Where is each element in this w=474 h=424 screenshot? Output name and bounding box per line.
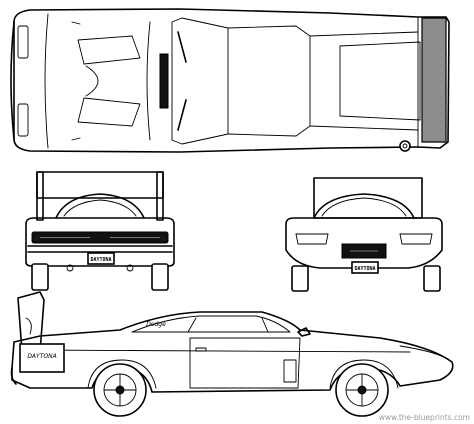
front-view-roofline — [313, 193, 415, 219]
rear-license-plate — [87, 252, 115, 265]
side-view-fender-script: Dodge — [146, 321, 166, 328]
side-view: DAYTONA Dodge — [10, 291, 454, 417]
front-view-body — [285, 217, 443, 269]
top-view-trunk-lid — [339, 41, 421, 121]
side-view-fender-vent — [283, 359, 297, 383]
top-view-headlight-cover-right — [17, 103, 29, 137]
watermark: www.the-blueprints.com — [379, 413, 470, 422]
rear-view-wing-strut-left — [36, 171, 44, 221]
fuel-cap-icon — [399, 140, 411, 152]
front-view-windshield — [321, 197, 407, 217]
side-view-tail-fin — [17, 291, 45, 353]
front-view-headlight-left — [295, 233, 329, 245]
rear-view-tire-right — [151, 263, 169, 291]
front-view-headlight-right — [399, 233, 433, 245]
top-view-hood-scoop-left — [77, 35, 141, 65]
top-view-headlight-cover-left — [17, 25, 29, 59]
rear-plate-text: DAYTONA — [90, 257, 111, 263]
side-view-wheel-front — [335, 363, 389, 417]
top-view-hood-scoop-right — [77, 97, 141, 127]
front-view-tire-right — [423, 265, 441, 292]
front-view-tire-left — [291, 265, 309, 292]
side-view-window-pillars — [187, 317, 269, 333]
rear-view-wing-strut-right — [156, 171, 164, 221]
side-view-rear-arch — [87, 359, 157, 389]
side-view-fin-lettering-panel — [19, 343, 65, 373]
side-view-front-arch — [329, 359, 399, 389]
side-view-door — [189, 337, 301, 389]
top-view-body-outline — [13, 8, 450, 153]
top-view-rear-deck-lines — [309, 31, 419, 131]
rear-view-rear-window — [63, 199, 137, 217]
side-view-nose-cone-line — [399, 345, 453, 363]
top-view-windshield — [171, 17, 229, 145]
front-view: DAYTONA — [285, 177, 443, 292]
top-view-wiper-left — [177, 31, 187, 63]
side-view-greenhouse — [131, 315, 291, 333]
top-view — [10, 8, 450, 153]
top-view-emblems — [71, 21, 81, 141]
side-view-mirror — [297, 327, 311, 337]
fuel-cap-center — [402, 143, 408, 149]
rear-view-body — [25, 217, 175, 267]
rear-view-roofline — [55, 193, 145, 219]
rear-view-tire-left — [31, 263, 49, 291]
top-view-roof — [227, 25, 311, 137]
side-view-body-crease — [29, 349, 411, 353]
top-view-cowl-vent — [159, 53, 169, 109]
top-view-rear-wing — [421, 17, 447, 143]
top-view-hood-bulge — [85, 65, 99, 97]
side-view-rear-bumper — [10, 367, 17, 385]
side-view-wheel-rear — [93, 363, 147, 417]
top-view-cowl-line — [146, 21, 151, 141]
top-view-nose-cone — [10, 21, 15, 140]
rear-view-exhaust-right — [126, 264, 134, 272]
side-view-fin-graphic — [25, 317, 32, 335]
front-license-plate — [351, 261, 379, 274]
rear-view: DAYTONA — [25, 171, 175, 291]
rear-view-bumper — [27, 245, 173, 253]
top-view-wiper-right — [177, 99, 187, 131]
top-view-hood-edge — [44, 13, 49, 149]
front-plate-text: DAYTONA — [354, 266, 375, 272]
side-view-fin-lettering: DAYTONA — [27, 353, 56, 360]
rear-view-taillight-panel — [31, 231, 169, 244]
rear-view-exhaust-left — [66, 264, 74, 272]
